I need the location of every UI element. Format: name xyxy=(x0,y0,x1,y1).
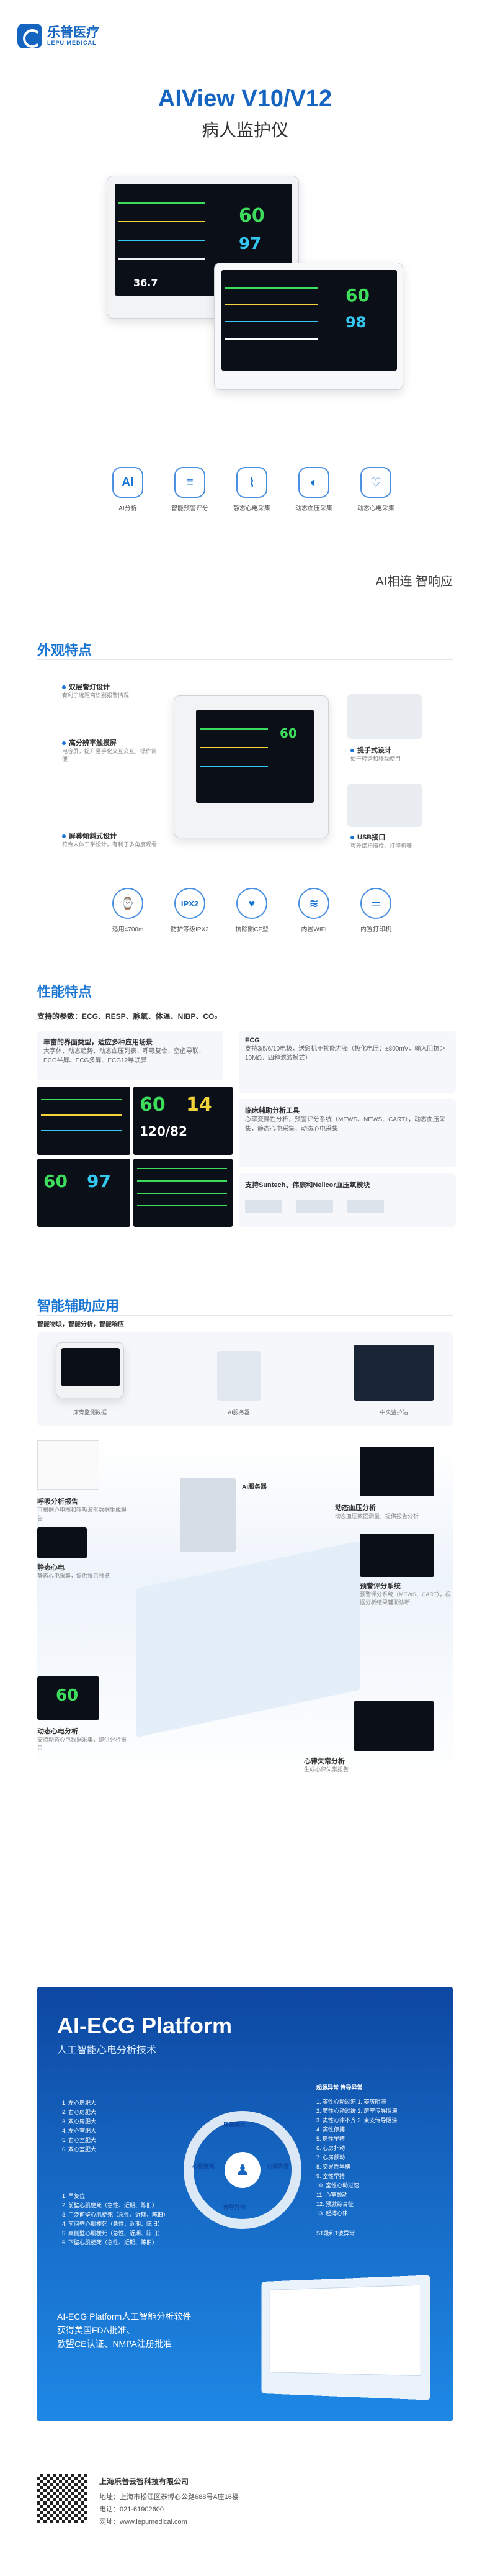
company-phone: 电话：021-61902600 xyxy=(99,2506,164,2513)
label-bp: 动态血压分析动态血压数据测量，提供报告分析 xyxy=(335,1504,419,1519)
ews-screen xyxy=(360,1534,434,1577)
static-ecg-screen xyxy=(37,1527,87,1558)
bedside-monitor xyxy=(56,1342,124,1398)
callout-usb: USB接口 可外接扫描枪、打印机等 xyxy=(350,834,412,849)
ipx2-icon: IPX2 xyxy=(174,888,205,919)
ui-sample-4 xyxy=(133,1159,233,1227)
static-ecg-icon: ⌇ xyxy=(236,467,267,498)
callout-touch: 高分辨率触摸屏 电容屏，提升易手化交互交互，操作简便 xyxy=(62,739,158,762)
ui-sample-2: 60 14 120/82 xyxy=(133,1087,233,1155)
module-logos xyxy=(245,1200,450,1213)
ai-ecg-subtitle: 人工智能心电分析技术 xyxy=(57,2045,157,2056)
qr-code-icon xyxy=(37,2474,87,2523)
side-view-screen: 60 xyxy=(196,710,314,803)
ai-ecg-cert: AI-ECG Platform人工智能分析软件 获得美国FDA批准、 欧盟CE认… xyxy=(57,2312,192,2349)
company-name: 上海乐普云智科技有限公司 xyxy=(99,2477,189,2486)
smart-sub: 智能物联，智能分析，智能响应 xyxy=(37,1321,124,1328)
iot-diagram: 床旁监测数据 AI服务器 中央监护站 xyxy=(37,1332,453,1426)
ui-sample-1 xyxy=(37,1087,130,1155)
monitor-back: 60 97 36.7 xyxy=(107,176,299,319)
callout-dual-light: 双层警灯设计 有利于远距离识别报警情况 xyxy=(62,684,130,698)
philips-logo-icon xyxy=(296,1200,333,1213)
ai-server-icon xyxy=(217,1351,261,1401)
handle-photo xyxy=(347,694,422,739)
feature-static-ecg: ⌇静态心电采集 xyxy=(228,467,275,512)
monitor-back-screen: 60 97 36.7 xyxy=(115,184,292,296)
params-text: 支持的参数：ECG、RESP、脉氧、体温、NIBP、CO₂ xyxy=(37,1012,218,1021)
brand-logo: 乐普医疗 LEPU MEDICAL xyxy=(17,24,99,48)
ambulatory-bp-icon: ◐ xyxy=(298,467,329,498)
feature-warning: ≡智能预警评分 xyxy=(166,467,213,512)
brand-name-en: LEPU MEDICAL xyxy=(47,40,97,46)
callout-handle: 提手式设计 便于转运和移动使用 xyxy=(350,747,401,762)
callout-tilt: 屏幕倾斜式设计 符合人体工学设计，有利于多角度观看 xyxy=(62,833,158,847)
company-website[interactable]: 网址：www.lepumedical.com xyxy=(99,2518,187,2526)
product-title: AIView V10/V12 xyxy=(158,86,332,112)
feature-amb-ecg: ♡动态心电采集 xyxy=(352,467,399,512)
label-arrhythmia: 心律失常分析生成心律失常报告 xyxy=(304,1758,349,1773)
label-amb-ecg: 动态心电分析支持动态心电数据采集，提供分析报告 xyxy=(37,1728,127,1751)
monitor-side-view: 60 xyxy=(174,695,329,838)
person-icon: ♟ xyxy=(225,2152,261,2188)
monitor-front: 60 98 xyxy=(214,263,403,390)
ecg-ring: ♟ xyxy=(184,2111,301,2229)
bp-analysis-screen xyxy=(360,1447,434,1496)
feature-bp: ◐动态血压采集 xyxy=(290,467,337,512)
performance-title: 性能特点 xyxy=(37,984,92,1000)
arrhythmia-screen xyxy=(354,1701,434,1751)
early-warning-icon: ≡ xyxy=(174,467,205,498)
lepu-logo-icon xyxy=(17,24,42,48)
label-static-ecg: 静态心电静态心电采集，提供报告预览 xyxy=(37,1564,110,1579)
ai-ecg-laptop xyxy=(261,2275,430,2400)
ui-sample-3: 60 97 xyxy=(37,1159,130,1227)
resp-report-icon xyxy=(37,1440,99,1490)
slogan: AI相连 智响应 xyxy=(375,575,453,589)
wifi-icon: ≋ xyxy=(298,888,329,919)
label-resp: 呼吸分析报告可根据心电图和呼吸波形数据生成报告 xyxy=(37,1498,127,1521)
label-ews: 预警评分系统预警评分系统（MEWS、CART），根据分析结果辅助诊断 xyxy=(360,1583,451,1606)
printer-icon: ▭ xyxy=(360,888,391,919)
ai-ecg-title: AI-ECG Platform xyxy=(57,2013,233,2038)
ward-illustration: AI服务器 呼吸分析报告可根据心电图和呼吸波形数据生成报告 静态心电静态心电采集… xyxy=(37,1440,453,1788)
suntech-card: 支持Suntech、伟康和Nellcor血压氧模块 xyxy=(239,1173,456,1227)
smart-title: 智能辅助应用 xyxy=(37,1298,120,1314)
right-heading: 起源异常 传导异常 xyxy=(316,2084,363,2090)
ecg-card: ECG 支持3/5/6/10电极，送影机干扰能力强（极化电压：±800mV，输入… xyxy=(239,1031,456,1093)
defib-icon: ♥ xyxy=(236,888,267,919)
appearance-title: 外观特点 xyxy=(37,643,92,658)
suntech-logo-icon xyxy=(245,1200,282,1213)
company-address: 地址：上海市松江区泰博心公路688号A座16楼 xyxy=(99,2493,239,2501)
brand-name-cn: 乐普医疗 xyxy=(47,25,99,40)
monitor-front-screen: 60 98 xyxy=(221,270,397,371)
amb-ecg-screen: 60 xyxy=(37,1676,99,1720)
product-subtitle: 病人监护仪 xyxy=(201,120,288,140)
screen-types-card: 丰富的界面类型，适应多种应用场景 大字体、动态趋势、动态血压列表、呼吸复合、空虚… xyxy=(37,1031,223,1080)
nellcor-logo-icon xyxy=(347,1200,384,1213)
ward-ai-server-icon xyxy=(180,1478,236,1552)
ai-analysis-icon: AI xyxy=(112,467,143,498)
central-station xyxy=(354,1345,434,1401)
score-card: 临床辅助分析工具 心率变异性分析，预警评分系统（MEWS、NEWS、CART），… xyxy=(239,1099,456,1167)
ambulatory-ecg-icon: ♡ xyxy=(360,467,391,498)
usb-photo xyxy=(347,784,422,827)
high-altitude-icon: ⌚ xyxy=(112,888,143,919)
